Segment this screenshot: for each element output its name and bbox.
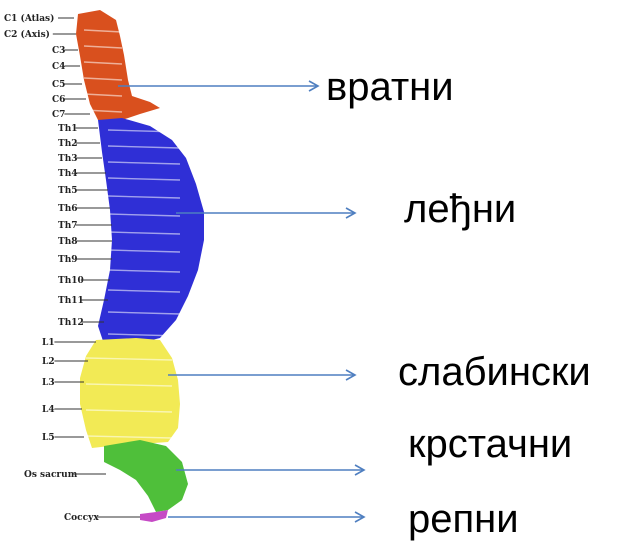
region-label-sacral: крстачни: [408, 422, 572, 466]
cervical-segment: [76, 10, 160, 120]
lumbar-segment: [80, 338, 180, 448]
vertebra-label: Th11: [58, 296, 84, 306]
vertebra-label: Th8: [58, 237, 78, 247]
vertebra-label: Os sacrum: [24, 470, 78, 480]
vertebra-label: Th2: [58, 139, 78, 149]
vertebra-label: Th10: [58, 276, 84, 286]
thoracic-segment: [98, 118, 204, 344]
region-label-lumbar: слабински: [398, 350, 591, 394]
vertebra-label: Th12: [58, 318, 84, 328]
vertebra-label: C7: [52, 110, 65, 120]
vertebra-label: Th3: [58, 154, 78, 164]
region-label-cervical: вратни: [326, 65, 454, 109]
vertebra-label: Coccyx: [64, 513, 99, 523]
vertebra-label: Th1: [58, 124, 78, 134]
vertebra-label: L3: [42, 378, 55, 388]
vertebra-label: L5: [42, 433, 55, 443]
vertebra-label: C6: [52, 95, 65, 105]
vertebra-label: L2: [42, 357, 55, 367]
sacrum-segment: [104, 440, 188, 512]
vertebra-label: C2 (Axis): [4, 29, 50, 40]
vertebra-label: Th9: [58, 255, 78, 265]
region-label-coccygeal: репни: [408, 497, 519, 541]
vertebra-label: C4: [52, 62, 65, 72]
vertebra-label: C5: [52, 80, 65, 90]
vertebra-label: C3: [52, 46, 65, 56]
region-label-thoracic: леђни: [404, 187, 516, 231]
vertebra-label: Th4: [58, 169, 78, 179]
vertebra-label: C1 (Atlas): [4, 13, 54, 24]
coccyx-segment: [140, 510, 168, 522]
vertebra-label: Th6: [58, 204, 78, 214]
region-annotations: вратни леђни слабински крстачни репни: [118, 65, 591, 541]
vertebra-label: L4: [42, 405, 55, 415]
vertebra-label: Th7: [58, 221, 78, 231]
vertebra-label: Th5: [58, 186, 78, 196]
vertebra-label: L1: [42, 338, 55, 348]
